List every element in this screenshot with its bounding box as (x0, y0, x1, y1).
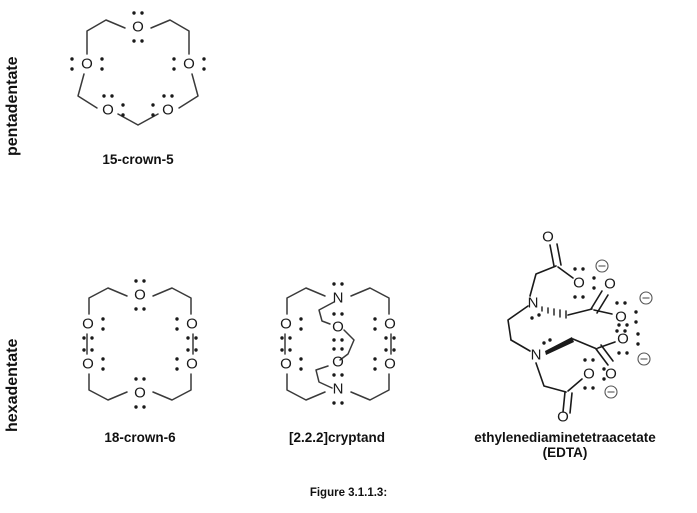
atom-oxygen-outer-upper-right: O (373, 316, 396, 340)
atom-nitrogen-bottom: N (531, 338, 552, 364)
svg-text:O: O (332, 319, 344, 336)
hashed-wedge-bond (541, 306, 567, 319)
svg-text:O: O (134, 287, 146, 304)
caption-edta-line1: ethylenediaminetetraacetate (474, 430, 656, 445)
carboxylate-oxygen-anion-2: O (615, 291, 653, 333)
negative-charge-4 (604, 385, 618, 399)
caption-18-crown-6: 18-crown-6 (104, 430, 176, 445)
atom-nitrogen-bottom: N (332, 381, 344, 405)
svg-text:O: O (186, 356, 198, 373)
svg-text:N: N (333, 381, 344, 398)
carboxylate-oxygen-anion-1: O (573, 259, 609, 299)
atom-oxygen-left: O (70, 56, 104, 73)
atom-oxygen-outer-upper-left: O (280, 316, 303, 340)
svg-text:N: N (528, 295, 539, 312)
svg-text:O: O (332, 354, 344, 371)
svg-text:O: O (82, 356, 94, 373)
edta-diagram: O O N (507, 229, 653, 426)
atom-oxygen-upper-left: O (82, 316, 105, 340)
svg-text:N: N (333, 290, 344, 307)
15-crown-5-diagram: O O O (70, 11, 206, 126)
svg-text:O: O (557, 409, 569, 426)
222-cryptand-diagram: N N O O (280, 282, 396, 405)
bond-skeleton-bridge (315, 301, 355, 389)
atom-oxygen-outer-lower-right: O (373, 348, 396, 373)
bond-skeleton (86, 287, 194, 401)
arm-top-left: O O (529, 229, 609, 299)
atom-oxygen-lower-right: O (175, 348, 198, 373)
structure-15-crown-5: O O O (62, 4, 214, 139)
atom-oxygen-bottom-right: O (151, 94, 174, 119)
svg-text:O: O (280, 356, 292, 373)
svg-text:O: O (162, 102, 174, 119)
bond-skeleton-backbone (507, 305, 531, 352)
caption-222-cryptand: [2.2.2]cryptand (288, 430, 386, 445)
figure-caption: Figure 3.1.1.3: (309, 487, 388, 499)
arm-bottom-left: O O (535, 358, 618, 426)
caption-edta-line2: (EDTA) (542, 445, 588, 460)
atom-oxygen-outer-lower-left: O (280, 348, 303, 373)
svg-text:O: O (280, 316, 292, 333)
svg-text:O: O (617, 331, 629, 348)
structure-edta: O O N (484, 228, 674, 426)
caption-15-crown-5: 15-crown-5 (102, 152, 174, 167)
18-crown-6-diagram: O O O O (82, 279, 198, 409)
arm-bottom-right: O O (545, 323, 651, 383)
svg-text:O: O (186, 316, 198, 333)
atom-oxygen-bottom-left: O (102, 94, 125, 119)
row-label-pentadentate: pentadentate (4, 56, 21, 156)
carboxylate-oxygen-anion-3: O (617, 323, 651, 366)
atom-oxygen-bottom: O (134, 377, 146, 409)
atom-nitrogen-top: N (332, 282, 344, 307)
svg-text:O: O (81, 56, 93, 73)
atom-oxygen-upper-right: O (175, 316, 198, 340)
atom-oxygen-inner-lower: O (332, 347, 344, 377)
atom-oxygen-right: O (172, 56, 206, 73)
atom-oxygen-top: O (132, 11, 144, 43)
carboxylate-oxygen-anion-4: O (583, 358, 618, 399)
caption-edta: ethylenediaminetetraacetate (EDTA) (440, 430, 690, 460)
negative-charge-1 (595, 259, 609, 273)
negative-charge-3 (637, 352, 651, 366)
svg-text:O: O (384, 316, 396, 333)
svg-text:O: O (384, 356, 396, 373)
atom-oxygen-inner-upper: O (332, 312, 344, 342)
atom-oxygen-lower-left: O (82, 348, 105, 373)
structure-18-crown-6: O O O O (72, 278, 208, 410)
svg-text:O: O (583, 366, 595, 383)
row-label-hexadentate: hexadentate (4, 338, 21, 432)
svg-text:O: O (604, 276, 616, 293)
svg-text:O: O (82, 316, 94, 333)
structure-222-cryptand: N N O O (264, 274, 412, 412)
bond-skeleton-outer (284, 287, 392, 401)
svg-text:O: O (573, 275, 585, 292)
bond-skeleton (77, 19, 199, 126)
svg-text:O: O (134, 385, 146, 402)
atom-nitrogen-top: N (528, 295, 541, 320)
svg-text:O: O (542, 229, 554, 246)
svg-text:O: O (605, 366, 617, 383)
svg-text:O: O (132, 19, 144, 36)
arm-top-right: O O (541, 276, 653, 333)
svg-text:O: O (102, 102, 114, 119)
atom-oxygen-top: O (134, 279, 146, 311)
negative-charge-2 (639, 291, 653, 305)
svg-text:O: O (183, 56, 195, 73)
svg-text:N: N (531, 347, 542, 364)
svg-text:O: O (615, 309, 627, 326)
